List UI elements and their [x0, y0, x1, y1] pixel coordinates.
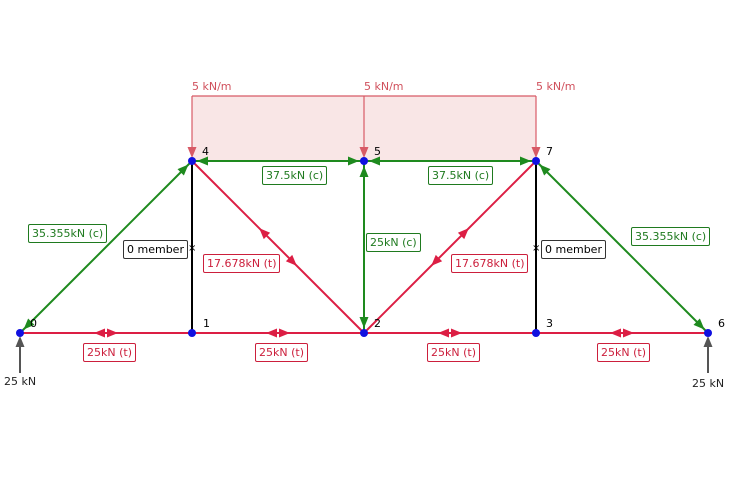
member-label-7-6: 35.355kN (c): [631, 227, 711, 246]
load-label-middle: 5 kN/m: [364, 80, 404, 93]
member-label-5-7: 37.5kN (c): [428, 166, 494, 185]
reaction-label-6: 25 kN: [692, 377, 725, 390]
member-0-4-arrow-end: [177, 164, 189, 176]
node-7: [532, 157, 540, 165]
load-arrow-head-2: [531, 147, 541, 158]
member-label-7-3: 0 member: [541, 240, 606, 259]
reaction-label-0: 25 kN: [4, 375, 37, 388]
member-1-2-arrow-a: [266, 328, 277, 338]
node-label-4: 4: [202, 145, 209, 158]
node-6: [704, 329, 712, 337]
reaction-arrow-6-head: [703, 336, 713, 347]
member-7-6-arrow-start: [539, 164, 551, 176]
member-3-6-arrow-a: [610, 328, 621, 338]
member-3-6-arrow-b: [623, 328, 634, 338]
node-label-0: 0: [30, 317, 37, 330]
member-label-5-2: 25kN (c): [366, 233, 421, 252]
member-label-4-5: 37.5kN (c): [262, 166, 328, 185]
node-1: [188, 329, 196, 337]
load-arrow-head-1: [359, 147, 369, 158]
member-5-7-arrow-end: [520, 156, 531, 166]
node-4: [188, 157, 196, 165]
member-5-7-arrow-start: [369, 156, 380, 166]
node-label-2: 2: [374, 317, 381, 330]
member-0-4: [19, 160, 193, 334]
member-2-7-arrow-b: [457, 228, 469, 240]
node-2: [360, 329, 368, 337]
member-4-1-zero-mark: ×: [188, 243, 196, 254]
member-label-3-6: 25kN (t): [597, 343, 650, 362]
member-0-1-arrow-b: [107, 328, 118, 338]
reaction-arrow-0-head: [15, 336, 25, 347]
member-4-5-arrow-start: [197, 156, 208, 166]
member-1-2-arrow-b: [279, 328, 290, 338]
node-label-7: 7: [546, 145, 553, 158]
member-0-1-arrow-a: [94, 328, 105, 338]
node-3: [532, 329, 540, 337]
member-2-7: [363, 160, 537, 334]
node-5: [360, 157, 368, 165]
member-label-0-4: 35.355kN (c): [28, 224, 108, 243]
member-5-2-arrow-start: [359, 166, 369, 177]
member-7-6: [535, 160, 709, 334]
member-2-3-arrow-b: [451, 328, 462, 338]
member-4-2-arrow-b: [285, 254, 297, 266]
member-label-1-2: 25kN (t): [255, 343, 308, 362]
member-4-2: [191, 160, 365, 334]
node-label-1: 1: [203, 317, 210, 330]
member-0-4-arrow-start: [23, 318, 35, 330]
member-label-0-1: 25kN (t): [83, 343, 136, 362]
node-0: [16, 329, 24, 337]
load-label-right: 5 kN/m: [536, 80, 576, 93]
member-label-4-1: 0 member: [123, 240, 188, 259]
node-label-3: 3: [546, 317, 553, 330]
member-5-2-arrow-end: [359, 317, 369, 328]
member-7-6-arrow-end: [693, 318, 705, 330]
member-2-7-arrow-a: [431, 254, 443, 266]
member-label-2-3: 25kN (t): [427, 343, 480, 362]
member-label-2-7: 17.678kN (t): [451, 254, 529, 273]
node-label-5: 5: [374, 145, 381, 158]
member-2-3-arrow-a: [438, 328, 449, 338]
member-4-5-arrow-end: [348, 156, 359, 166]
member-label-4-2: 17.678kN (t): [203, 254, 281, 273]
member-7-3-zero-mark: ×: [532, 243, 540, 254]
load-label-left: 5 kN/m: [192, 80, 232, 93]
member-4-2-arrow-a: [259, 228, 271, 240]
node-label-6: 6: [718, 317, 725, 330]
load-arrow-head-0: [187, 147, 197, 158]
